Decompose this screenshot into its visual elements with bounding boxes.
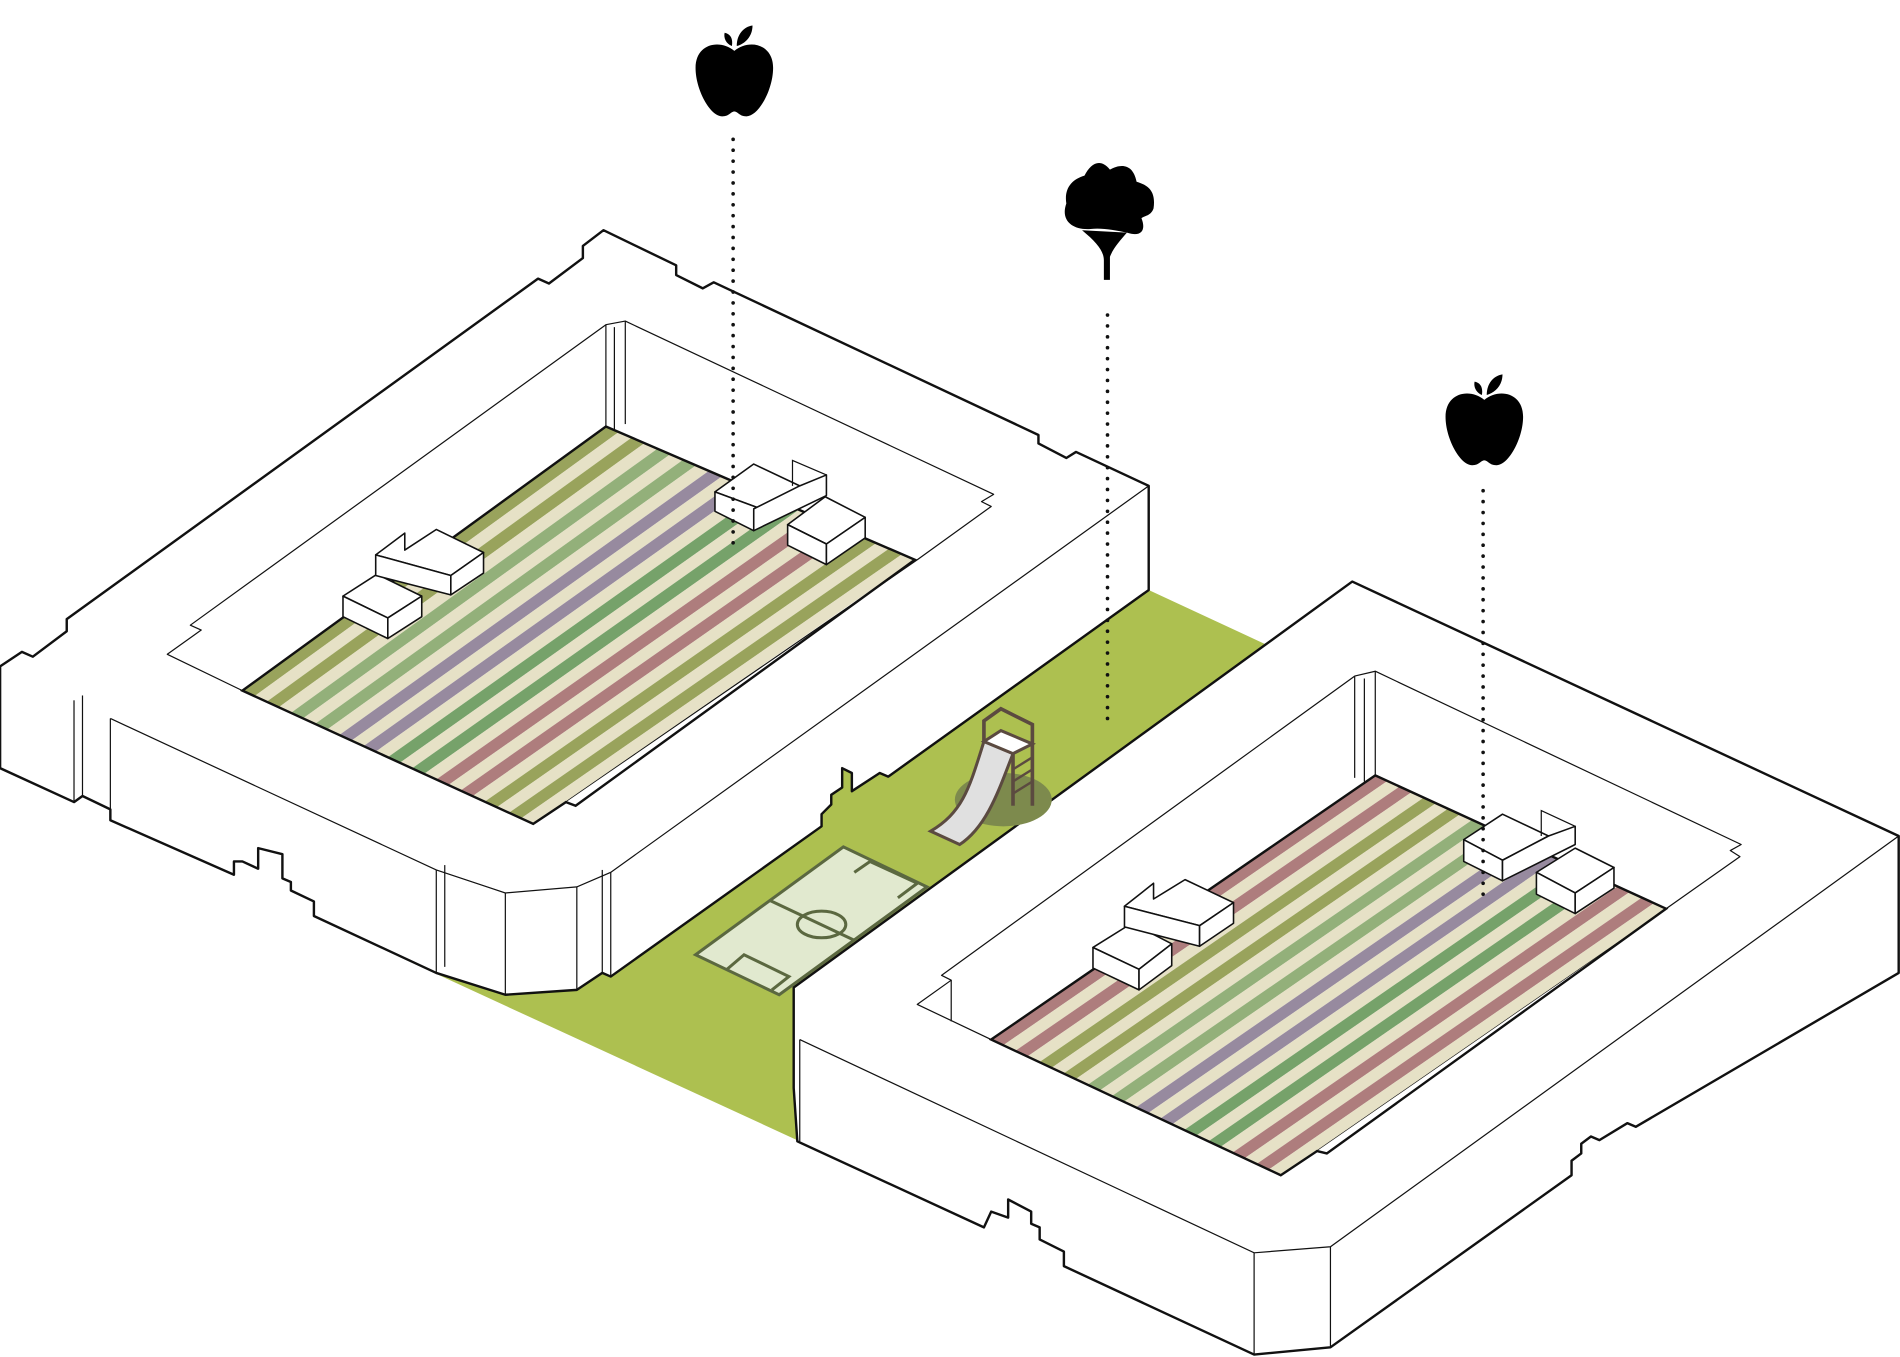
garden-stripe-olive (1063, 808, 1461, 1080)
garden-stripe-cream (303, 454, 684, 724)
planter-box (1123, 878, 1235, 948)
garden-stripe-light-green (315, 459, 697, 730)
garden-stripe-cream (1075, 814, 1473, 1085)
apple-icon (695, 25, 774, 117)
garden-stripe-cream (424, 509, 812, 780)
garden-stripe-cream (521, 554, 915, 824)
garden-stripe-cream (496, 543, 890, 813)
garden-stripe-light-green (1111, 830, 1509, 1102)
slide-icon (927, 706, 1052, 847)
garden-stripe-cream (1099, 825, 1497, 1097)
garden-stripe-olive (1039, 797, 1436, 1068)
garden-stripe-cream (1244, 892, 1642, 1164)
garden-stripe-light-green (1087, 819, 1485, 1091)
garden-stripe-green (387, 493, 774, 763)
garden-stripe-cream (375, 487, 761, 758)
garden-stripe-red (1232, 886, 1630, 1159)
planter-box (374, 528, 485, 596)
garden-stripe-cream (1148, 847, 1545, 1119)
garden-stripe-cream (1051, 803, 1448, 1074)
garden-stripe-light-green (290, 448, 671, 719)
garden-stripe-green (1208, 875, 1606, 1147)
left-courtyard-garden (242, 426, 915, 824)
garden-stripe-purple (339, 470, 722, 741)
garden-stripe-red (436, 515, 825, 786)
garden-stripe-olive (484, 537, 877, 808)
garden-stripe-cream (1123, 836, 1521, 1108)
garden-stripe-cream (327, 465, 709, 736)
garden-stripe-olive (508, 548, 902, 819)
garden-stripe-cream (1268, 903, 1667, 1176)
garden-stripe-cream (1172, 858, 1570, 1131)
garden-stripe-red (460, 526, 851, 797)
planter-box (714, 459, 828, 532)
garden-stripe-cream (448, 520, 838, 791)
apple-icon (1445, 374, 1524, 466)
garden-stripe-red (1256, 897, 1654, 1170)
planter-box (342, 573, 423, 640)
garden-stripe-purple (363, 482, 748, 752)
planter-box (1535, 847, 1615, 915)
planter-box (786, 495, 866, 566)
garden-stripe-cream (1220, 880, 1618, 1153)
garden-stripe-green (1184, 864, 1582, 1136)
garden-stripe-cream (472, 531, 864, 802)
garden-stripe-purple (1160, 853, 1558, 1125)
football-field-icon (692, 845, 930, 997)
garden-stripe-cream (1196, 869, 1594, 1142)
garden-stripe-cream (399, 498, 787, 769)
garden-stripe-purple (1135, 842, 1533, 1114)
garden-stripe-green (412, 504, 800, 774)
tree-icon (1064, 163, 1155, 280)
garden-stripe-cream (351, 476, 735, 747)
